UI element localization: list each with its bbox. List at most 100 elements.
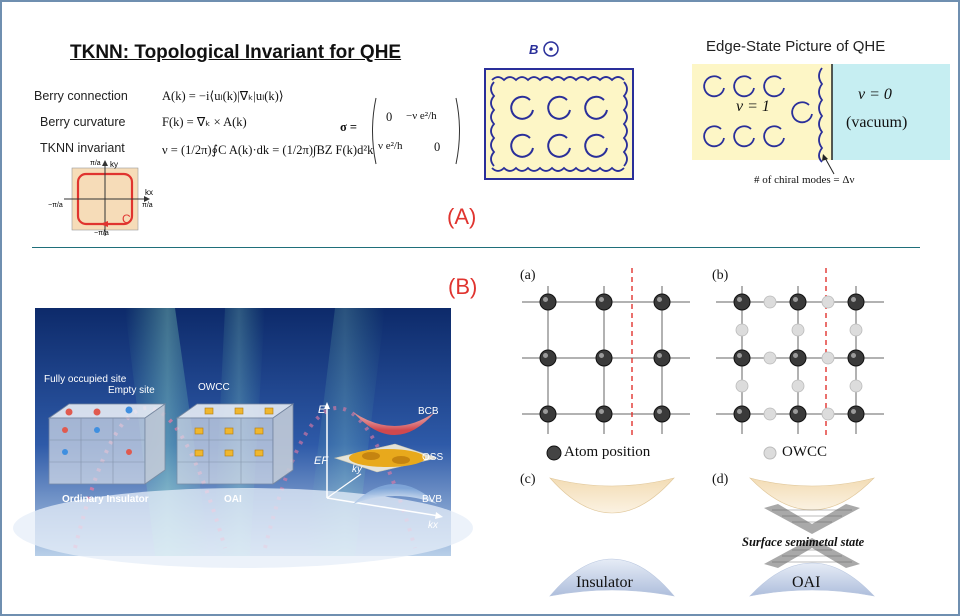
chiral-pointer-arrow [822, 154, 835, 175]
berry-curvature-label: Berry curvature [40, 115, 126, 129]
berry-curvature-formula: F(k) = ∇ₖ × A(k) [162, 115, 247, 129]
owcc-site [821, 295, 835, 309]
brillouin-zone-diagram [64, 160, 150, 236]
bz-right-label: π/a [142, 202, 153, 209]
bcb-label: BCB [418, 406, 439, 417]
bz-ky-label: ky [110, 160, 118, 169]
cyclotron-orbit-icon [547, 133, 571, 158]
edge-orbit-icon [733, 75, 755, 98]
atom-site [847, 349, 865, 367]
atom-site [653, 293, 671, 311]
oss-label: OSS [422, 452, 444, 463]
atom-site [595, 349, 613, 367]
edge-orbit-icon [703, 125, 725, 148]
bz-kx-label: kx [145, 188, 153, 197]
atom-legend-marker [546, 445, 562, 461]
energy-axis-label: E [318, 404, 326, 416]
atom-site [789, 349, 807, 367]
fully-occupied-label: Fully occupied site [44, 374, 127, 385]
conductivity-matrix [372, 97, 460, 165]
owcc-legend-marker [763, 446, 777, 460]
oai-band-label: OAI [792, 574, 821, 591]
owcc-site [763, 407, 777, 421]
bz-bottom-label: −π/a [94, 230, 109, 237]
insulator-band-diagram [549, 477, 675, 597]
atom-site [789, 293, 807, 311]
owcc-site [849, 379, 863, 393]
section-b-tag: (B) [448, 274, 478, 299]
oai-illustration-label: OAI [224, 494, 242, 505]
kx-axis-label: kx [428, 520, 438, 531]
bz-left-label: −π/a [48, 202, 63, 209]
cyclotron-orbit-icon [584, 95, 608, 120]
sigma-label: σ = [340, 120, 358, 134]
ky-axis-label: ky [352, 464, 362, 475]
atom-site [733, 349, 751, 367]
atom-site [733, 405, 751, 423]
owcc-lattice-panel [716, 268, 884, 436]
edge-orbit-icon [763, 75, 785, 98]
ordinary-insulator-label: Ordinary Insulator [62, 494, 149, 505]
owcc-site [791, 323, 805, 337]
owcc-site [735, 323, 749, 337]
cyclotron-orbit-icon [510, 95, 534, 120]
panel-b-label: (b) [712, 268, 729, 283]
edge-outer-nu: ν = 0 [858, 86, 892, 103]
atom-site [847, 293, 865, 311]
owcc-illustration-label: OWCC [198, 382, 230, 393]
edge-orbit-icon [763, 125, 785, 148]
owcc-site [821, 407, 835, 421]
panel-a-label: (a) [520, 268, 536, 283]
oai-band-diagram [749, 477, 875, 597]
cyclotron-orbit-icon [547, 95, 571, 120]
field-b-label: B [529, 42, 539, 57]
atom-site [653, 349, 671, 367]
tknn-invariant-formula: ν = (1/2π)∮C A(k)·dk = (1/2π)∫BZ F(k)d²k [162, 143, 374, 157]
bz-contour-label: C [122, 212, 131, 226]
owcc-site [735, 379, 749, 393]
owcc-site [763, 351, 777, 365]
edge-orbit-icon [791, 101, 813, 124]
owcc-site [821, 351, 835, 365]
cyclotron-orbit-icon [584, 133, 608, 158]
atom-site [539, 293, 557, 311]
field-out-of-page-icon [543, 41, 559, 57]
atom-lattice-panel [522, 268, 690, 436]
chiral-modes-label: # of chiral modes = Δν [754, 174, 855, 186]
cyclotron-orbit-icon [510, 133, 534, 158]
atom-site [653, 405, 671, 423]
oai-illustration [13, 308, 473, 568]
edge-state-diagram [692, 64, 950, 163]
surface-semimetal-label: Surface semimetal state [742, 535, 865, 549]
tknn-invariant-label: TKNN invariant [40, 141, 125, 155]
matrix-m11: 0 [386, 110, 393, 124]
cyclotron-orbits-diagram [484, 68, 634, 180]
owcc-site [791, 379, 805, 393]
berry-connection-label: Berry connection [34, 89, 128, 103]
empty-site-label: Empty site [108, 385, 155, 396]
bvb-label: BVB [422, 494, 443, 505]
atom-site [595, 405, 613, 423]
atom-site [847, 405, 865, 423]
berry-connection-formula: A(k) = −i⟨uₗ(k)|∇ₖ|uₗ(k)⟩ [162, 89, 284, 103]
atom-site [789, 405, 807, 423]
section-a-tag: (A) [447, 204, 477, 229]
owcc-site [849, 323, 863, 337]
owcc-site [763, 295, 777, 309]
panel-c-label: (c) [520, 472, 536, 487]
owcc-legend-label: OWCC [782, 444, 827, 460]
matrix-m12: −ν e²/h [406, 110, 437, 122]
edge-orbit-icon [733, 125, 755, 148]
matrix-m22: 0 [434, 140, 441, 154]
insulator-label: Insulator [576, 574, 633, 591]
atom-site [595, 293, 613, 311]
tknn-title: TKNN: Topological Invariant for QHE [70, 42, 402, 63]
edge-orbit-icon [703, 75, 725, 98]
fermi-level-label: EF [314, 455, 329, 467]
panel-d-label: (d) [712, 472, 729, 487]
atom-site [539, 405, 557, 423]
bz-top-label: π/a [90, 160, 101, 167]
edge-vacuum-label: (vacuum) [846, 114, 908, 131]
atom-legend-label: Atom position [564, 444, 651, 460]
